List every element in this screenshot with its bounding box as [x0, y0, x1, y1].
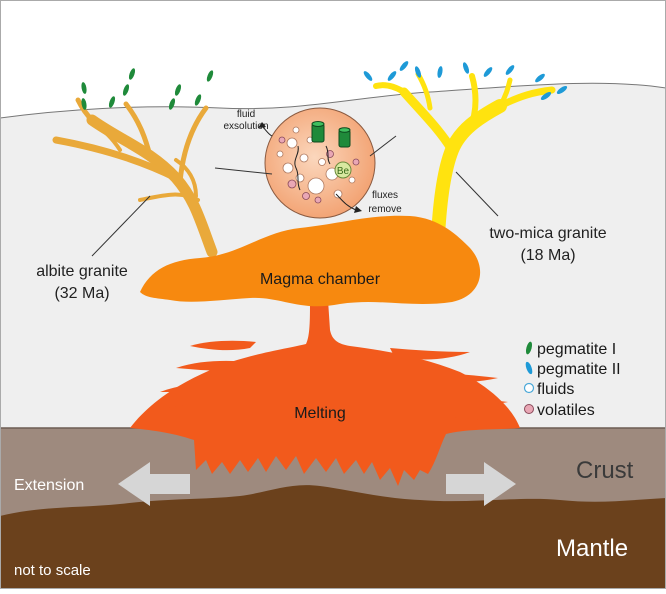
flux-arrow-icon [325, 145, 331, 165]
legend-volatiles-icon [524, 404, 534, 414]
extension-arrow-right-icon [446, 462, 516, 506]
melting-label: Melting [294, 405, 346, 422]
legend-label-pegmatite-1: pegmatite I [537, 341, 616, 358]
albite-granite-body [52, 97, 218, 258]
magma-chamber-label: Magma chamber [260, 271, 381, 288]
pegmatite-2-dikes [363, 61, 568, 100]
two-mica-age-label: (18 Ma) [520, 247, 575, 264]
fluxes-label: fluxes [372, 190, 398, 201]
remove-arrowhead-icon [354, 206, 362, 213]
legend-label-fluids: fluids [537, 381, 574, 398]
melting-zone [130, 300, 520, 486]
mantle-label: Mantle [556, 535, 628, 562]
legend-fluids-icon [523, 382, 535, 394]
inset-magnifier: Be [258, 107, 376, 219]
legend-label-volatiles: volatiles [537, 402, 595, 419]
mantle-layer [0, 485, 666, 589]
not-to-scale-label: not to scale [14, 562, 91, 579]
two-mica-granite-label: two-mica granite [489, 225, 606, 242]
remove-label: remove [368, 204, 402, 215]
extension-label: Extension [14, 477, 84, 494]
fluid-arrowhead-icon [258, 122, 266, 128]
be-marker [334, 161, 352, 179]
legend-label-pegmatite-2: pegmatite II [537, 361, 621, 378]
fluid-label: fluid [237, 109, 255, 120]
exsolution-arrow-icon [294, 145, 301, 191]
legend: pegmatite I pegmatite II fluids volatile… [523, 341, 621, 419]
albite-age-label: (32 Ma) [54, 285, 109, 302]
extension-arrow-left-icon [118, 462, 190, 506]
be-label: Be [337, 166, 350, 177]
magma-chamber [140, 215, 481, 307]
exsolution-label: exsolution [223, 121, 268, 132]
volatile-bubbles [278, 136, 360, 204]
albite-granite-label: albite granite [36, 263, 128, 280]
fluid-bubbles [276, 126, 356, 199]
beryl-crystal-icon [311, 121, 351, 148]
crust-label: Crust [576, 457, 634, 484]
two-mica-granite-body [373, 71, 556, 243]
remove-arrow-icon [335, 193, 357, 211]
legend-pegmatite-1-icon [525, 341, 533, 355]
leader-lines [91, 135, 499, 257]
pegmatite-1-dikes [81, 68, 214, 110]
legend-pegmatite-2-icon [525, 361, 533, 375]
